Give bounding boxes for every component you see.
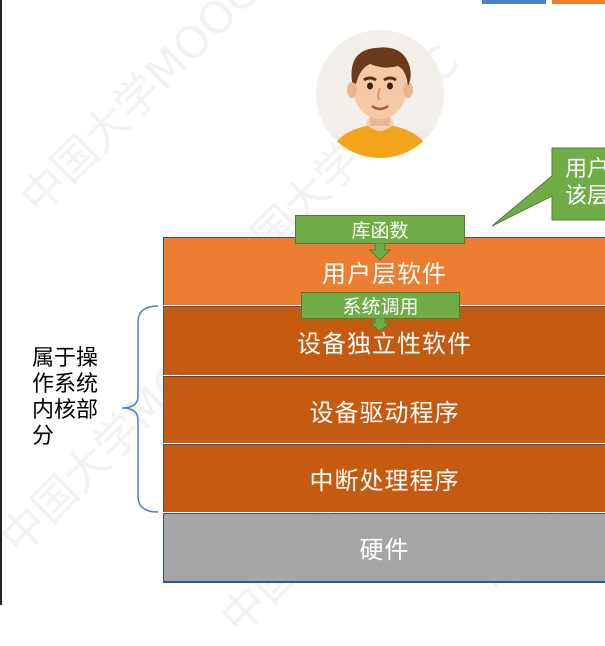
callout-text: 用户 该层 xyxy=(565,157,605,209)
top-orange-bar xyxy=(552,0,605,4)
kernel-brace xyxy=(121,305,159,513)
system-call-tag: 系统调用 xyxy=(301,292,460,319)
user-avatar-icon xyxy=(316,30,444,158)
layer-user-label: 用户层软件 xyxy=(322,260,447,288)
layer-device-independent-software: 设备独立性软件 xyxy=(163,306,605,375)
arrow-down-icon xyxy=(369,318,391,332)
layer-hardware: 硬件 xyxy=(163,513,605,583)
layer-interrupt-handler: 中断处理程序 xyxy=(163,444,605,512)
layer-hardware-label: 硬件 xyxy=(359,536,410,564)
layer-independent-label: 设备独立性软件 xyxy=(297,329,472,358)
kernel-part-label: 属于操 作系统 内核部 分 xyxy=(32,346,99,449)
layer-device-driver: 设备驱动程序 xyxy=(163,376,605,443)
library-function-label: 库函数 xyxy=(351,220,409,242)
layer-driver-label: 设备驱动程序 xyxy=(309,398,460,427)
library-function-tag: 库函数 xyxy=(295,215,465,244)
slide-left-border xyxy=(0,0,2,605)
arrow-down-icon xyxy=(369,243,391,261)
top-blue-bar xyxy=(482,0,546,4)
layer-interrupt-label: 中断处理程序 xyxy=(309,467,460,495)
system-call-label: 系统调用 xyxy=(342,296,419,318)
